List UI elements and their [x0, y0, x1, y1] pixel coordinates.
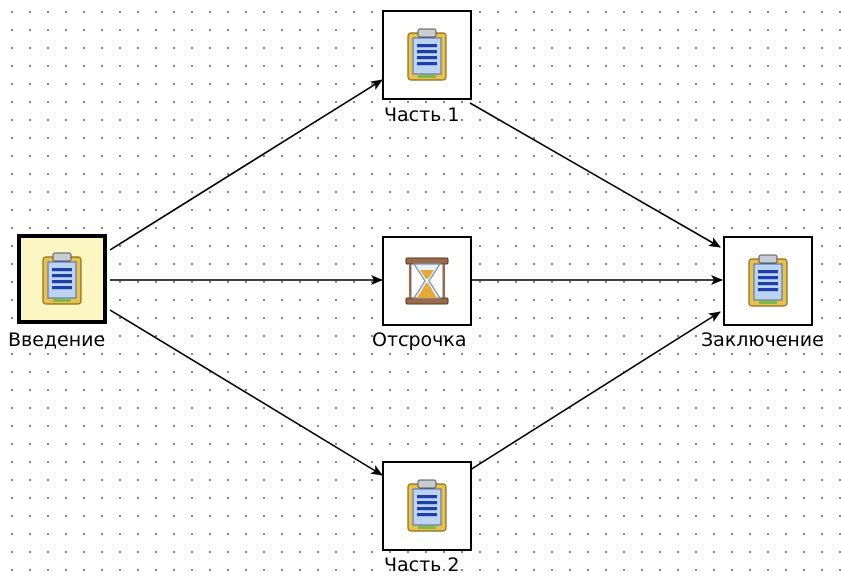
clipboard-icon: [406, 28, 448, 82]
edge-intro-part1: [109, 79, 383, 251]
edge-intro-part2: [109, 309, 383, 476]
node-label-delay: Отсрочка: [372, 329, 467, 351]
node-delay[interactable]: [382, 236, 472, 326]
node-part1[interactable]: [382, 10, 472, 100]
node-label-intro: Введение: [8, 329, 106, 351]
clipboard-icon: [41, 252, 83, 306]
node-label-part2: Часть 2: [384, 554, 460, 576]
node-intro[interactable]: [17, 234, 107, 324]
node-conclusion[interactable]: [723, 236, 813, 326]
node-part2[interactable]: [382, 461, 472, 551]
edge-part2-conclusion: [469, 311, 721, 471]
clipboard-icon: [406, 479, 448, 533]
node-label-part1: Часть 1: [384, 104, 460, 126]
node-label-conclusion: Заключение: [701, 329, 824, 351]
hourglass-icon: [404, 256, 450, 306]
clipboard-icon: [747, 254, 789, 308]
edge-part1-conclusion: [469, 102, 721, 248]
